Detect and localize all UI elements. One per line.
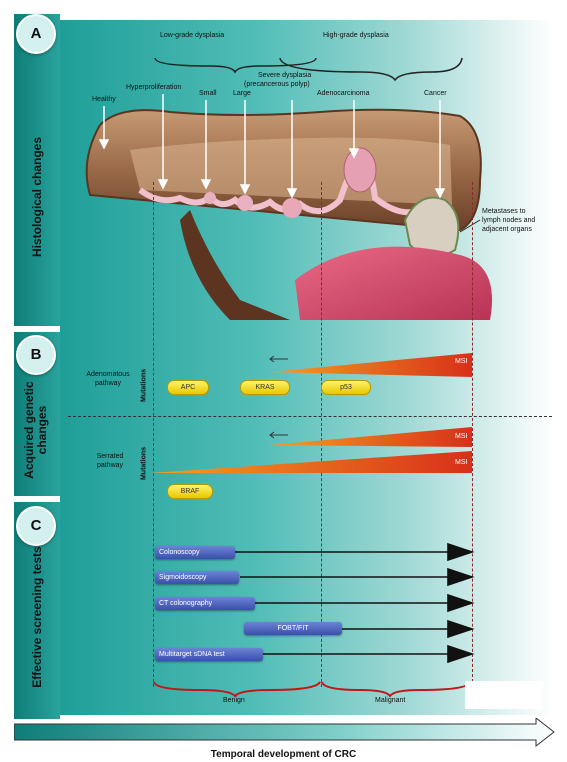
msi-label-serrated-2: MSI — [455, 459, 467, 466]
white-box — [465, 681, 542, 709]
colon-illustration — [60, 20, 552, 320]
msi-label-adenomatous: MSI — [455, 358, 467, 365]
label-severe: Severe dysplasia — [258, 72, 311, 79]
label-low-grade: Low-grade dysplasia — [160, 32, 224, 39]
polyp-severe — [282, 198, 302, 218]
test-fobt-fit: FOBT/FIT — [244, 622, 342, 635]
label-severe-sub: (precancerous polyp) — [244, 81, 310, 88]
msi-wedge-adenomatous — [270, 353, 472, 377]
label-benign: Benign — [223, 697, 245, 704]
gene-apc: APC — [167, 380, 209, 395]
label-high-grade: High-grade dysplasia — [323, 32, 389, 39]
msi-wedges — [150, 345, 480, 485]
test-ct-colonography: CT colonography — [155, 597, 255, 610]
label-metastases: Metastases to lymph nodes and adjacent o… — [482, 207, 546, 234]
label-healthy: Healthy — [92, 96, 116, 103]
label-hyperproliferation: Hyperproliferation — [126, 84, 181, 91]
gene-kras: KRAS — [240, 380, 290, 395]
label-large: Large — [233, 90, 251, 97]
label-adenocarcinoma: Adenocarcinoma — [317, 90, 370, 97]
panel-b-title: Acquired genetic changes — [23, 360, 49, 500]
label-mutations-adenomatous: Mutations — [141, 366, 148, 406]
test-multitarget-sdna: Multitarget sDNA test — [155, 648, 263, 661]
temporal-arrow — [14, 718, 558, 748]
test-colonoscopy: Colonoscopy — [155, 546, 235, 559]
polyp-adenocarcinoma — [344, 148, 376, 192]
panel-divider-ab — [14, 326, 60, 332]
low-grade-brace — [155, 58, 316, 72]
test-sigmoidoscopy: Sigmoidoscopy — [155, 571, 239, 584]
panel-a-title: Histological changes — [30, 127, 44, 267]
label-serrated: Serrated pathway — [88, 452, 132, 470]
gene-p53: p53 — [321, 380, 371, 395]
msi-wedge-serrated-2 — [150, 451, 472, 473]
gene-braf: BRAF — [167, 484, 213, 499]
msi-label-serrated-1: MSI — [455, 433, 467, 440]
label-cancer: Cancer — [424, 90, 447, 97]
polyp-small — [204, 192, 216, 204]
label-adenomatous: Adenomatous pathway — [84, 370, 132, 388]
panel-c-title: Effective screening tests — [30, 542, 44, 692]
mesentery — [180, 210, 290, 320]
label-malignant: Malignant — [375, 697, 405, 704]
temporal-label: Temporal development of CRC — [0, 749, 567, 760]
panel-a-letter: A — [16, 14, 56, 54]
benign-malignant-brace — [150, 678, 480, 698]
label-small: Small — [199, 90, 217, 97]
label-mutations-serrated: Mutations — [141, 444, 148, 484]
panel-c-letter: C — [16, 506, 56, 546]
adjacent-organ — [295, 247, 492, 320]
polyp-large — [237, 195, 253, 211]
msi-wedge-serrated-1 — [270, 427, 472, 447]
